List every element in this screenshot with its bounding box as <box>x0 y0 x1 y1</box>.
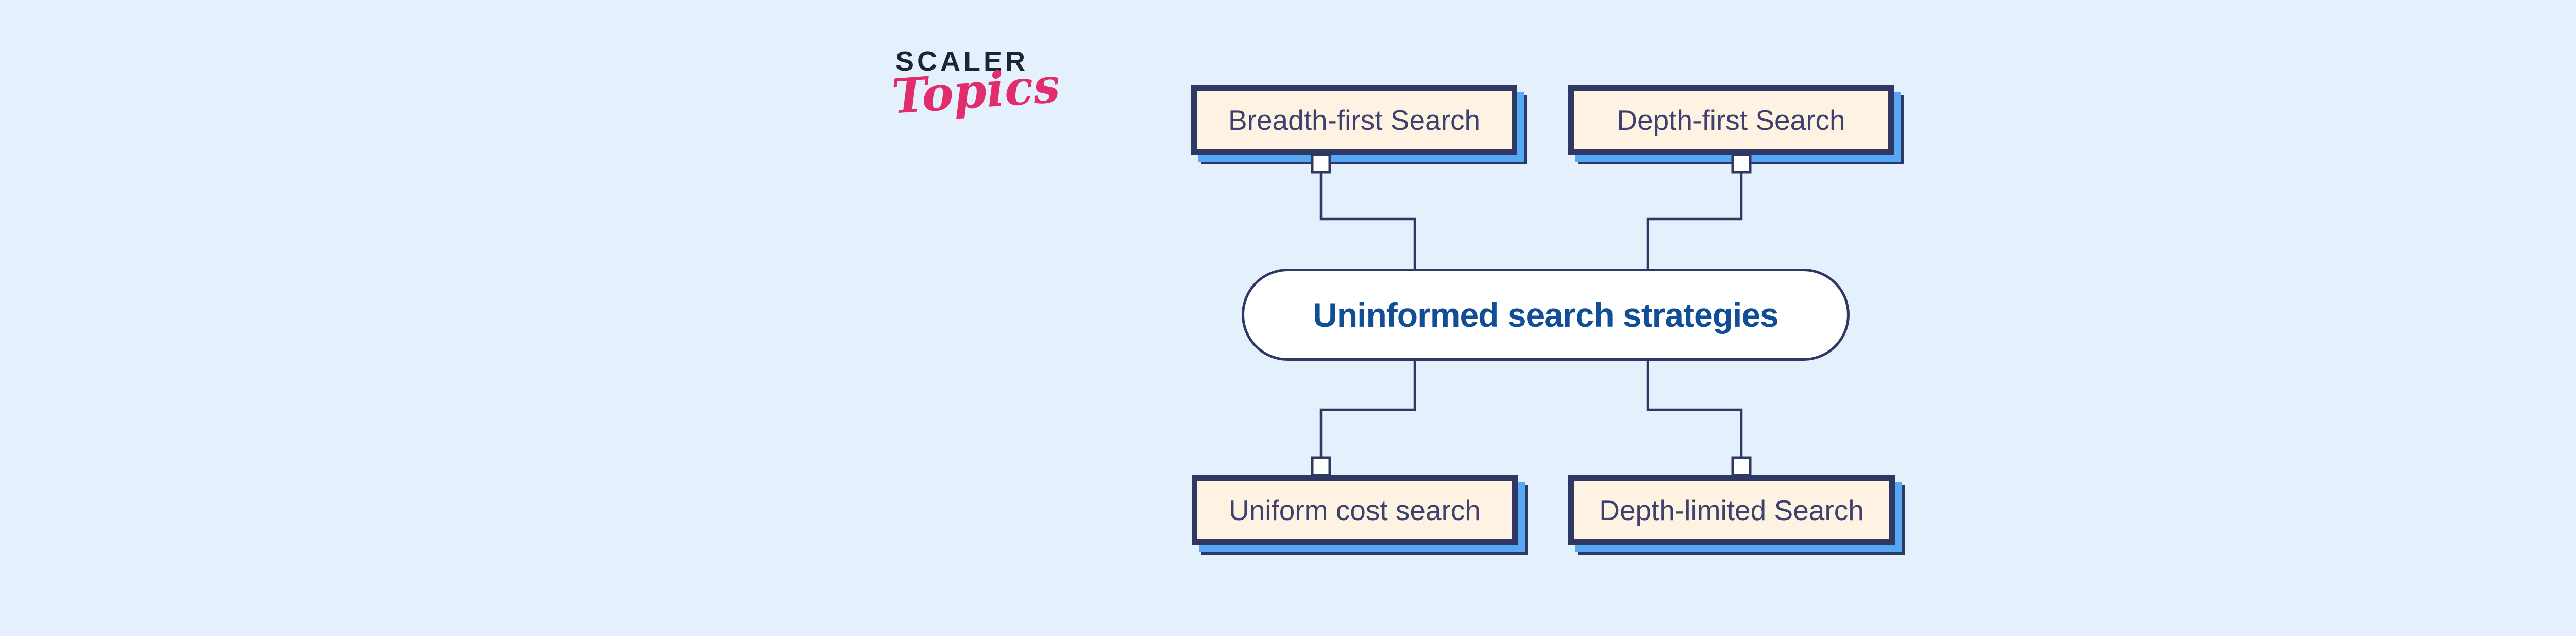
branch-node-label: Breadth-first Search <box>1228 104 1481 136</box>
branch-node-breadth-first-search: Breadth-first Search <box>1191 85 1517 155</box>
center-node-label: Uninformed search strategies <box>1313 295 1779 334</box>
connector-top-right <box>1646 172 1743 270</box>
branch-node-uniform-cost-search: Uniform cost search <box>1192 475 1518 545</box>
anchor-square-bottom-right <box>1731 456 1752 477</box>
branch-node-depth-limited-search: Depth-limited Search <box>1568 475 1895 545</box>
connector-bottom-left <box>1319 359 1416 459</box>
connector-top-left <box>1319 172 1416 270</box>
anchor-square-bottom-left <box>1311 456 1331 477</box>
anchor-square-top-left <box>1311 153 1331 174</box>
logo-script-text: Topics <box>890 57 1062 125</box>
branch-node-label: Uniform cost search <box>1228 494 1481 526</box>
branch-node-depth-first-search: Depth-first Search <box>1568 85 1894 155</box>
center-node-uninformed-search-strategies: Uninformed search strategies <box>1242 269 1850 361</box>
connector-bottom-right <box>1646 359 1743 459</box>
scaler-topics-logo: SCALER Topics <box>890 46 1062 125</box>
branch-node-label: Depth-first Search <box>1617 104 1845 136</box>
branch-node-label: Depth-limited Search <box>1599 494 1864 526</box>
logo-brand-text: SCALER <box>895 46 1029 77</box>
anchor-square-top-right <box>1731 153 1752 174</box>
